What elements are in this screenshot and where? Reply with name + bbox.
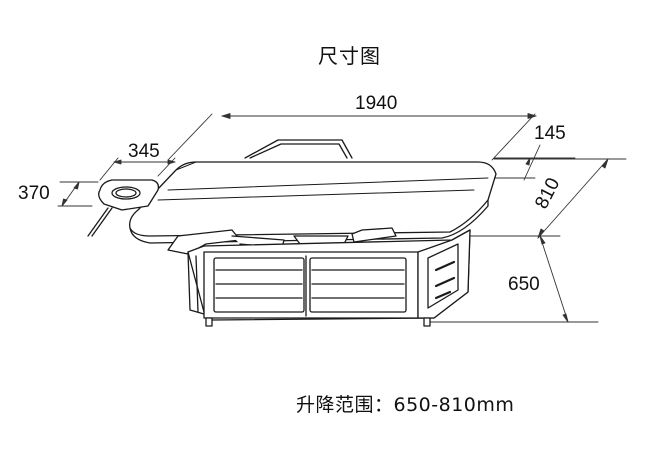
headrest <box>99 180 159 210</box>
dim-min-height-label: 650 <box>508 274 540 295</box>
dim-top-offset-label: 145 <box>534 123 566 144</box>
title: 尺寸图 <box>318 44 381 68</box>
dim-headrest-length-label: 345 <box>128 141 160 162</box>
dim-height-lines <box>430 159 626 322</box>
dim-length-lines <box>168 114 536 161</box>
dim-headrest-width-lines <box>58 182 98 206</box>
dim-length-label: 1940 <box>355 93 398 114</box>
bed-top <box>130 162 496 236</box>
bed-drawing <box>88 140 496 326</box>
dim-top-offset-lines <box>494 145 575 180</box>
dim-headrest-width-label: 370 <box>18 183 50 204</box>
lift-range-note: 升降范围：650-810mm <box>296 394 515 416</box>
dim-headrest-length-lines <box>100 158 175 180</box>
